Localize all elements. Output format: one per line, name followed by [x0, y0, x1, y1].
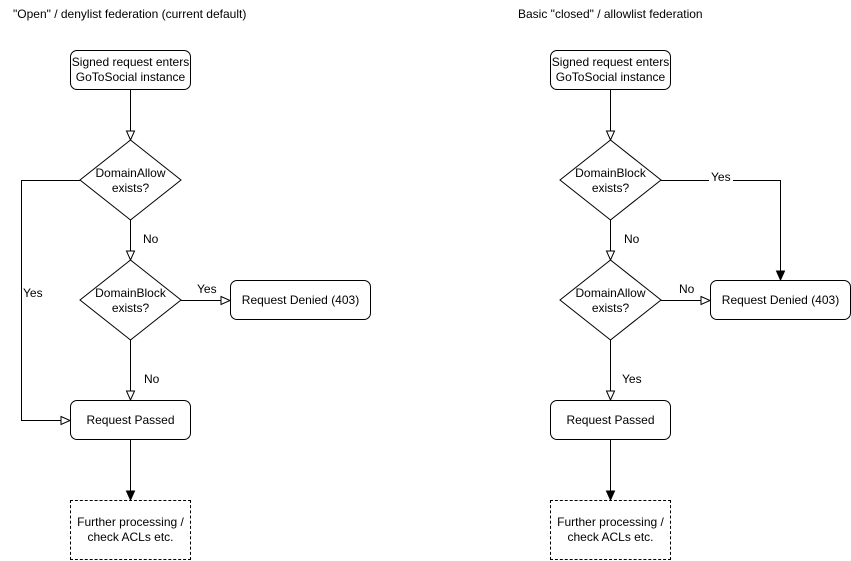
- node-right-request-denied: Request Denied (403): [710, 280, 851, 320]
- edge-label-left-allow-no: No: [143, 232, 159, 246]
- edge-label-left-allow-yes: Yes: [23, 286, 43, 300]
- node-left-request-passed: Request Passed: [70, 400, 191, 440]
- edge-label-left-block-no: No: [144, 372, 160, 386]
- decision-diamond-right-domainblock: [559, 139, 662, 221]
- edge-label-right-block-yes: Yes: [709, 170, 733, 184]
- edge-label-left-block-yes: Yes: [197, 282, 217, 296]
- node-right-further-processing: Further processing / check ACLs etc.: [550, 500, 671, 560]
- node-right-start: Signed request enters GoToSocial instanc…: [550, 50, 671, 90]
- right-chart-title: Basic "closed" / allowlist federation: [518, 7, 703, 21]
- decision-diamond-left-domainblock: [79, 259, 182, 341]
- node-left-start: Signed request enters GoToSocial instanc…: [70, 50, 191, 90]
- edge-label-right-allow-yes: Yes: [622, 372, 642, 386]
- node-right-request-passed: Request Passed: [550, 400, 671, 440]
- edge-label-right-allow-no: No: [679, 282, 695, 296]
- left-chart-title: "Open" / denylist federation (current de…: [13, 7, 247, 21]
- node-left-request-denied: Request Denied (403): [230, 280, 371, 320]
- decision-diamond-right-domainallow: [559, 259, 662, 341]
- decision-diamond-left-domainallow: [79, 139, 182, 221]
- edge-label-right-block-no: No: [624, 232, 640, 246]
- node-left-further-processing: Further processing / check ACLs etc.: [70, 500, 191, 560]
- connector-right-domainblock-yes-to-denied: [661, 180, 786, 282]
- connector-left-domainallow-yes-to-passed: [21, 180, 80, 426]
